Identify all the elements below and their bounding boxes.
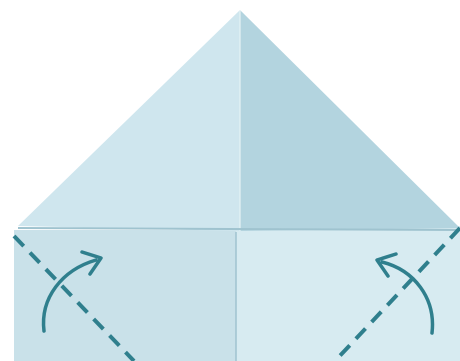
paper-lower-left-flap xyxy=(14,230,236,361)
